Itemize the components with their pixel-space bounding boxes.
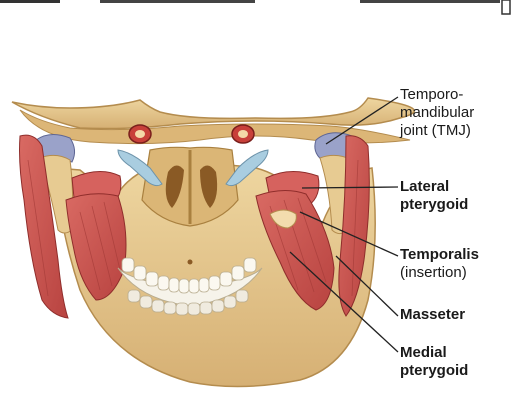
label-masseter-line1: Masseter xyxy=(400,306,465,324)
label-medial-pterygoid-line1: Medial xyxy=(400,344,468,362)
top-fragment-right xyxy=(360,0,500,3)
label-temporalis: Temporalis (insertion) xyxy=(400,246,479,282)
label-tmj-line1: Temporo- xyxy=(400,86,474,104)
central-foramen xyxy=(188,260,193,265)
foramen-right-inner xyxy=(238,130,248,138)
label-temporalis-line2: (insertion) xyxy=(400,264,479,282)
label-lateral-pterygoid-line2: pterygoid xyxy=(400,196,468,214)
medial-pterygoid-left xyxy=(66,194,126,300)
label-temporalis-line1: Temporalis xyxy=(400,246,479,264)
label-masseter: Masseter xyxy=(400,306,465,324)
label-medial-pterygoid: Medial pterygoid xyxy=(400,344,468,380)
cranial-base xyxy=(12,98,414,129)
top-fragment-left xyxy=(0,0,60,3)
foramen-left-inner xyxy=(135,130,145,138)
label-tmj: Temporo- mandibular joint (TMJ) xyxy=(400,86,474,140)
top-fragment-middle xyxy=(100,0,255,3)
label-lateral-pterygoid: Lateral pterygoid xyxy=(400,178,468,214)
label-lateral-pterygoid-line1: Lateral xyxy=(400,178,468,196)
top-fragment-corner xyxy=(502,0,510,14)
label-medial-pterygoid-line2: pterygoid xyxy=(400,362,468,380)
label-tmj-line2: mandibular xyxy=(400,104,474,122)
label-tmj-line3: joint (TMJ) xyxy=(400,122,474,140)
